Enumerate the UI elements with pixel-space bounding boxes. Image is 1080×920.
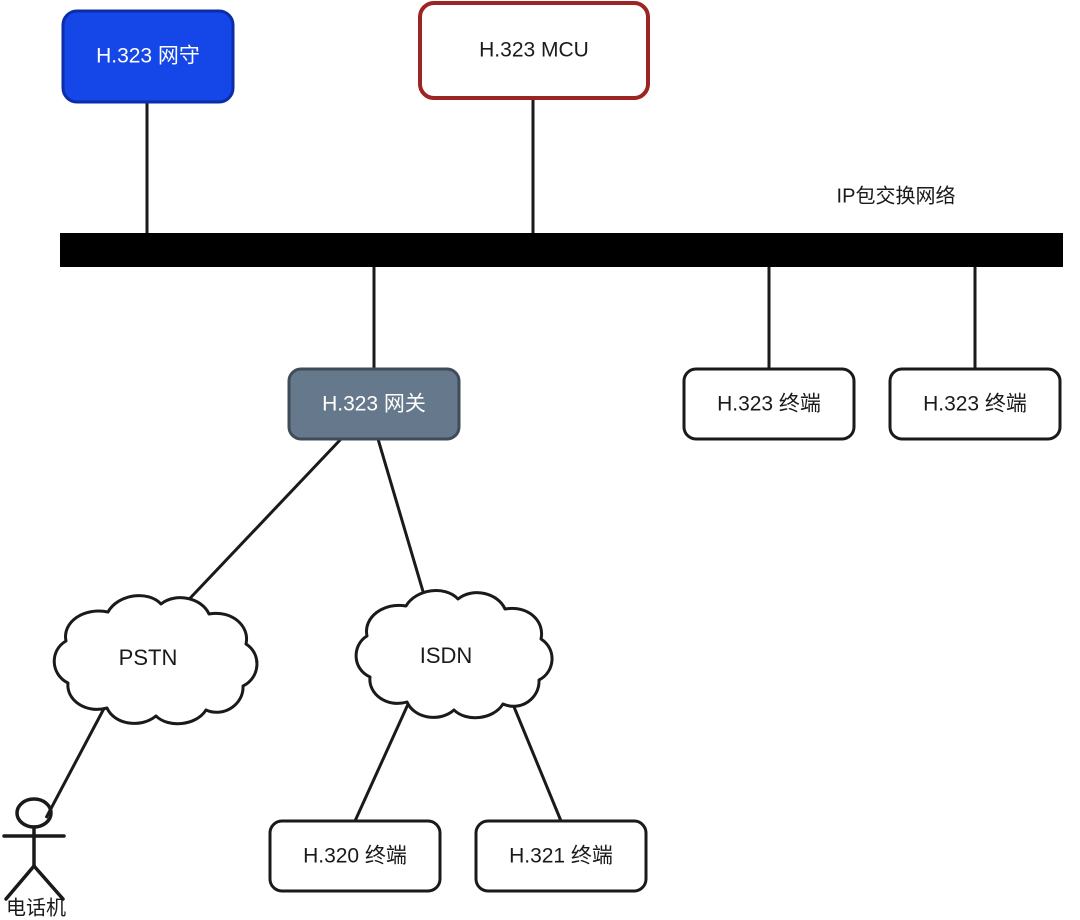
link-gateway-to-pstn <box>175 437 343 614</box>
gatekeeper-box[interactable] <box>61 9 235 104</box>
bus-label: IP包交换网络 <box>837 184 956 207</box>
actor-telephone[interactable]: 电话机 <box>2 797 66 919</box>
link-group <box>44 98 977 822</box>
cloud-isdn[interactable]: ISDN <box>354 589 554 720</box>
isdn-cloud-shape[interactable] <box>354 589 554 720</box>
isdn-label: ISDN <box>420 643 473 668</box>
gateway-label: H.323 网关 <box>322 393 426 416</box>
terminal-h321-box[interactable] <box>474 819 648 893</box>
terminal-a-box[interactable] <box>682 367 856 441</box>
pstn-label: PSTN <box>119 645 178 670</box>
ip-packet-network-bus[interactable] <box>60 233 1063 267</box>
mcu-label: H.323 MCU <box>479 39 589 62</box>
node-gateway[interactable]: H.323 网关 <box>287 367 461 441</box>
telephone-right-leg-line <box>32 864 65 901</box>
link-pstn-to-telephone <box>44 698 111 819</box>
gateway-box[interactable] <box>287 367 461 441</box>
link-gateway-to-isdn <box>376 438 429 606</box>
mcu-box[interactable] <box>418 1 650 100</box>
telephone-label: 电话机 <box>6 896 66 919</box>
terminal-b-label: H.323 终端 <box>923 393 1027 416</box>
node-mcu[interactable]: H.323 MCU <box>418 1 650 100</box>
link-isdn-to-h321 <box>510 701 563 822</box>
terminal-h321-label: H.321 终端 <box>509 845 613 868</box>
telephone-left-leg-line <box>4 864 36 901</box>
node-terminal-a[interactable]: H.323 终端 <box>682 367 856 441</box>
gatekeeper-label: H.323 网守 <box>96 45 200 68</box>
node-terminal-h320[interactable]: H.320 终端 <box>268 819 442 893</box>
pstn-cloud-shape[interactable] <box>52 594 259 726</box>
telephone-head-icon <box>15 797 53 829</box>
node-gatekeeper[interactable]: H.323 网守 <box>61 9 235 104</box>
node-terminal-b[interactable]: H.323 终端 <box>888 367 1062 441</box>
link-isdn-to-h320 <box>353 701 411 822</box>
terminal-b-box[interactable] <box>888 367 1062 441</box>
node-terminal-h321[interactable]: H.321 终端 <box>474 819 648 893</box>
terminal-a-label: H.323 终端 <box>717 393 821 416</box>
cloud-pstn[interactable]: PSTN <box>52 594 259 726</box>
bus-bar[interactable] <box>60 233 1063 267</box>
terminal-h320-label: H.320 终端 <box>303 845 407 868</box>
terminal-h320-box[interactable] <box>268 819 442 893</box>
